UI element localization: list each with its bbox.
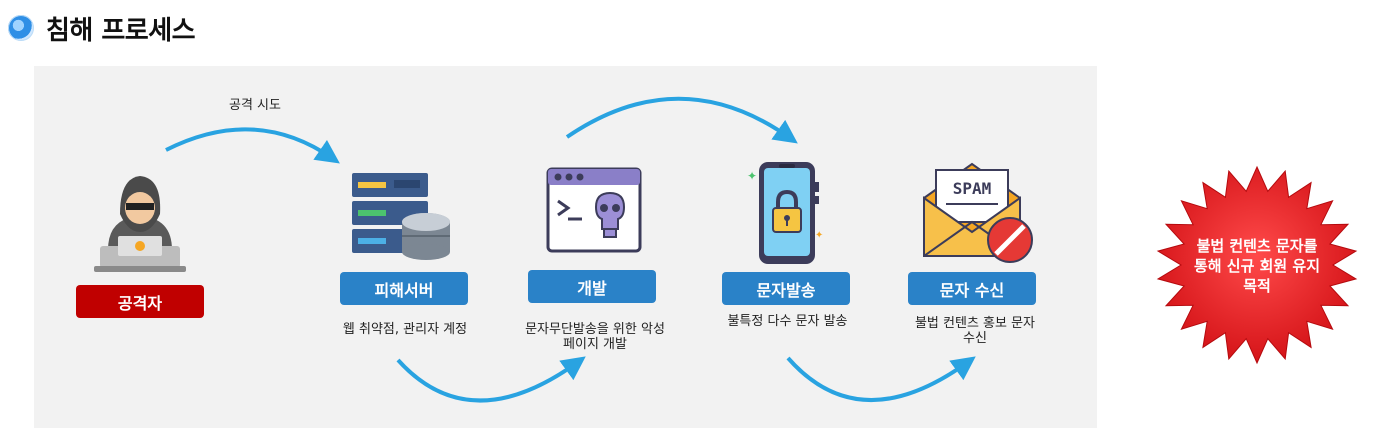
burst-text-line1: 불법 컨텐츠 문자를 [1196, 237, 1318, 255]
bullet-icon [8, 15, 34, 41]
step-receive-caption-line1: 불법 컨텐츠 홍보 문자 [914, 316, 1036, 331]
phone-lock-icon: ✦ ✦ [747, 162, 823, 264]
server-icon [352, 173, 450, 260]
hacker-icon [94, 176, 186, 272]
step-receive-caption: 불법 컨텐츠 홍보 문자 수신 [885, 316, 1065, 346]
step-receive-caption-line2: 수신 [963, 331, 987, 346]
spam-text: SPAM [953, 179, 992, 198]
step-send-caption: 불특정 다수 문자 발송 [727, 314, 848, 329]
step-dev-label: 개발 [528, 270, 656, 303]
step-server-caption: 웹 취약점, 관리자 계정 [342, 322, 468, 337]
arrow-send-to-receive [786, 356, 976, 402]
burst-text-line2: 통해 신규 회원 유지 [1193, 257, 1321, 275]
burst-text-line3: 목적 [1243, 277, 1271, 295]
arrow-server-to-dev [396, 356, 586, 403]
step-attacker-label: 공격자 [76, 285, 204, 318]
arrow-attack [165, 127, 340, 164]
step-send-label: 문자발송 [722, 272, 850, 305]
burst-text: 불법 컨텐츠 문자를 통해 신규 회원 유지 목적 [1177, 236, 1337, 296]
step-dev-caption: 문자무단발송을 위한 악성 페이지 개발 [500, 322, 690, 352]
malware-window-icon [546, 167, 642, 253]
spam-envelope-icon: SPAM [923, 162, 1033, 263]
step-server-label: 피해서버 [340, 272, 468, 305]
attack-attempt-label: 공격 시도 [229, 98, 281, 113]
arrow-dev-to-send [565, 96, 798, 144]
step-dev-caption-line1: 문자무단발송을 위한 악성 [525, 322, 665, 337]
page-title: 침해 프로세스 [46, 15, 196, 46]
burst-shape [1156, 165, 1358, 365]
section-header: 침해 프로세스 [8, 8, 196, 48]
step-receive-label: 문자 수신 [908, 272, 1036, 305]
svg-text:✦: ✦ [747, 169, 757, 183]
step-dev-caption-line2: 페이지 개발 [563, 337, 627, 352]
svg-text:✦: ✦ [815, 230, 823, 241]
